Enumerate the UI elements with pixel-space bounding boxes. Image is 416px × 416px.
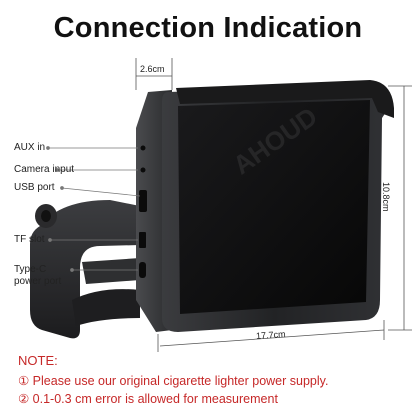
sun-visor [176,80,394,118]
camera-port-hole [140,167,146,173]
note-title: NOTE: [18,353,58,368]
width-dimension-label: 17.7cm [255,328,286,342]
tf-slot-hole [139,232,146,248]
screen [178,100,370,314]
aux-port-hole [140,145,146,151]
typec-label-line2: power port [14,276,62,287]
note-line-2: ② 0.1-0.3 cm error is allowed for measur… [18,392,278,406]
dimension-lines [135,58,412,352]
usb-port-label: USB port [14,182,55,193]
typec-label-line1: Type-C [14,264,47,275]
suction-mount [30,200,140,339]
port-leaders [46,146,141,272]
page-title: Connection Indication [53,12,363,44]
camera-port-label: Camera input [14,164,75,175]
typec-port-hole [139,262,146,278]
side-ports [139,145,147,278]
typec-port-label: Type-C power port [14,264,61,288]
note-line-1: ① Please use our original cigarette ligh… [18,374,329,388]
usb-port-hole [139,190,147,212]
depth-dimension-label: 2.6cm [140,64,165,74]
aux-port-label: AUX in [14,142,46,153]
height-dimension-label: 10.8cm [381,182,391,212]
tf-slot-label: TF slot [14,234,45,245]
